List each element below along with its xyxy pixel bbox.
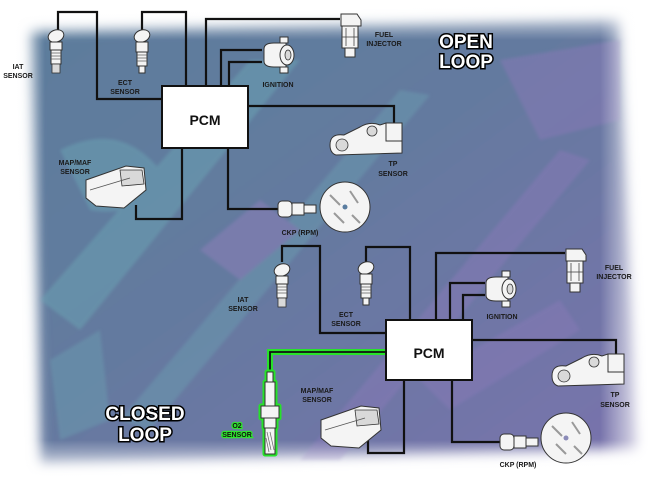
closed-tp-sensor-icon — [551, 353, 625, 387]
wire-iat — [280, 244, 386, 335]
wire-ckp — [450, 380, 500, 444]
closed-ckp-label: CKP (RPM) — [500, 462, 537, 469]
closed-pcm-module: PCM — [385, 319, 473, 381]
closed-ignition-label: IGNITION — [486, 314, 517, 321]
closed-fuel-label-2: INJECTOR — [596, 274, 631, 281]
closed-loop-title-2: LOOP — [118, 425, 172, 446]
open-ckp-label: CKP (RPM) — [282, 230, 319, 237]
open-ignition-coil-icon — [263, 36, 295, 74]
closed-map-label-1: MAP/MAF — [301, 388, 334, 395]
wire-ign-2 — [227, 60, 262, 86]
closed-map-label-2: SENSOR — [302, 397, 332, 404]
closed-ect-label-1: ECT — [339, 312, 354, 319]
closed-tp-label-1: TP — [611, 392, 620, 399]
closed-ect-sensor-icon — [357, 261, 375, 306]
wire-ign-2 — [461, 293, 485, 320]
closed-loop-wires — [280, 244, 618, 455]
wire-tp — [472, 338, 618, 356]
open-iat-label-2: SENSOR — [3, 73, 33, 80]
closed-fuel-injector-icon — [565, 248, 587, 293]
closed-fuel-label-1: FUEL — [605, 265, 624, 272]
wire-tp — [248, 104, 396, 125]
wire-map — [134, 148, 184, 221]
closed-iat-label-2: SENSOR — [228, 306, 258, 313]
closed-iat-sensor-icon — [273, 263, 291, 308]
open-ignition-label: IGNITION — [262, 82, 293, 89]
closed-ect-label-2: SENSOR — [331, 321, 361, 328]
open-iat-label-1: IAT — [13, 64, 24, 71]
wire-ign-1 — [448, 281, 485, 320]
o2-sensor-icon — [258, 369, 282, 457]
open-ckp-sensor-icon — [277, 181, 371, 233]
open-fuel-label-2: INJECTOR — [366, 41, 401, 48]
open-map-label-2: SENSOR — [60, 169, 90, 176]
wire-ect — [364, 245, 412, 320]
open-tp-label-2: SENSOR — [378, 171, 408, 178]
o2-sensor-wire-highlighted — [267, 349, 386, 372]
closed-pcm-label: PCM — [413, 345, 444, 361]
wire-ect — [140, 10, 188, 86]
open-map-label-1: MAP/MAF — [59, 160, 92, 167]
wire-fuel — [434, 251, 565, 320]
open-map-maf-sensor-icon — [85, 165, 147, 209]
open-loop-section: PCM IAT SENSOR ECT SENSOR FUE — [3, 10, 495, 237]
closed-tp-label-2: SENSOR — [600, 402, 630, 409]
open-tp-label-1: TP — [389, 161, 398, 168]
closed-loop-title-1: CLOSED — [105, 404, 184, 425]
open-tp-sensor-icon — [329, 122, 403, 156]
wire-ign-1 — [219, 48, 262, 86]
open-pcm-label: PCM — [189, 112, 220, 128]
open-ect-sensor-icon — [133, 29, 151, 74]
o2-sensor-label-2: SENSOR — [222, 432, 252, 439]
o2-sensor-label-1: O2 — [232, 423, 241, 430]
closed-ckp-sensor-icon — [499, 412, 592, 464]
closed-loop-section: PCM IAT SENSOR ECT SENSOR FUE — [104, 244, 632, 469]
open-ect-label-1: ECT — [118, 80, 133, 87]
wire-map — [366, 380, 406, 455]
open-fuel-injector-icon — [340, 13, 362, 58]
open-ect-label-2: SENSOR — [110, 89, 140, 96]
wire-fuel — [204, 17, 340, 86]
open-loop-title-2: LOOP — [439, 52, 493, 73]
closed-ignition-coil-icon — [485, 270, 517, 308]
wire-ckp — [226, 148, 278, 211]
open-loop-title-1: OPEN — [439, 32, 493, 53]
closed-map-maf-sensor-icon — [320, 405, 382, 449]
open-fuel-label-1: FUEL — [375, 32, 394, 39]
open-iat-sensor-icon — [47, 29, 65, 74]
open-pcm-module: PCM — [161, 85, 249, 149]
open-loop-wires — [56, 10, 396, 221]
closed-iat-label-1: IAT — [238, 297, 249, 304]
wire-iat — [56, 10, 162, 101]
